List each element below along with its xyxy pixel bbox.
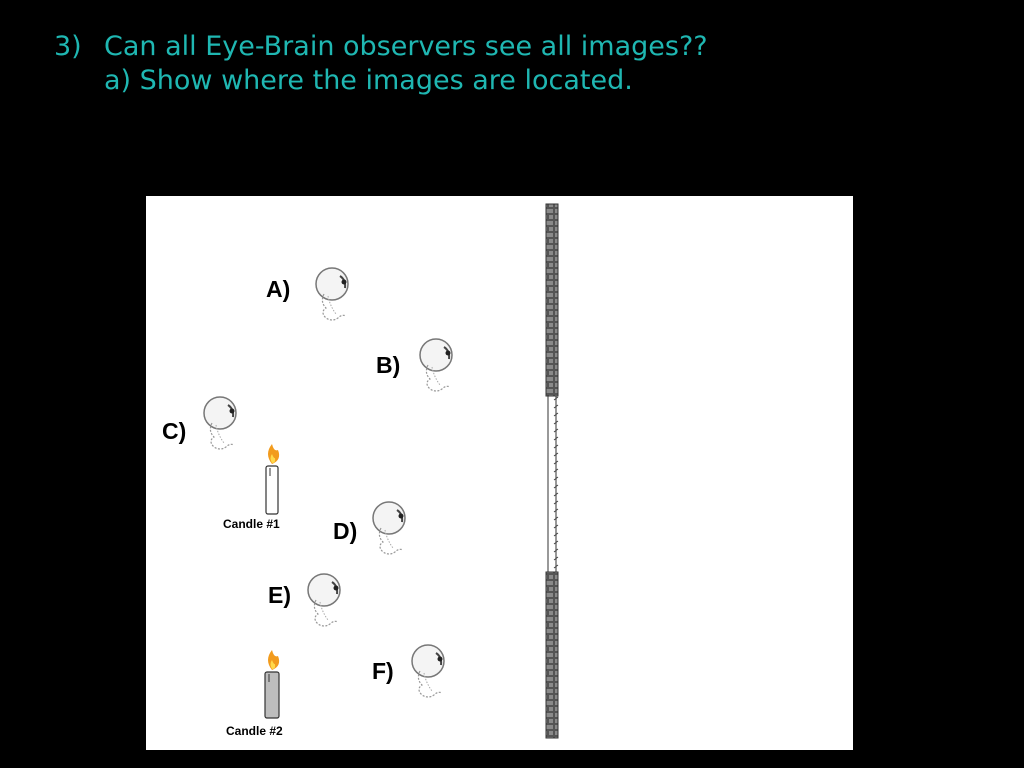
candle-body [264,671,280,719]
eye-brain-icon [203,396,237,450]
question-text: Can all Eye-Brain observers see all imag… [104,31,708,62]
diagram-svg: A) B) C) D) E) F) [162,203,559,739]
eye-brain-icon [307,573,341,627]
observer-a: A) [266,267,349,321]
candle-1-caption: Candle #1 [223,517,280,531]
eye-brain-icon [315,267,349,321]
eye-brain-icon [372,501,406,555]
observer-c-label: C) [162,418,186,444]
diagram-panel: A) B) C) D) E) F) [146,196,853,750]
observer-a-label: A) [266,276,290,302]
candle-2-caption: Candle #2 [226,724,283,738]
flame-icon [268,650,280,670]
candle-2: Candle #2 [226,650,283,738]
candle-body [265,465,279,515]
observer-e-label: E) [268,582,291,608]
question-subtext: a) Show where the images are located. [104,65,633,96]
observer-d: D) [333,501,406,555]
observer-f: F) [372,644,445,698]
observer-c: C) [162,396,237,450]
question-number: 3) [54,31,82,62]
mirror-wall [545,203,559,739]
eye-brain-icon [411,644,445,698]
observer-f-label: F) [372,658,394,684]
eye-brain-icon [419,338,453,392]
flame-icon [268,444,280,464]
candle-1: Candle #1 [223,444,280,531]
observer-e: E) [268,573,341,627]
observer-d-label: D) [333,518,357,544]
observer-b: B) [376,338,453,392]
observer-b-label: B) [376,352,400,378]
plane-mirror [547,395,559,573]
